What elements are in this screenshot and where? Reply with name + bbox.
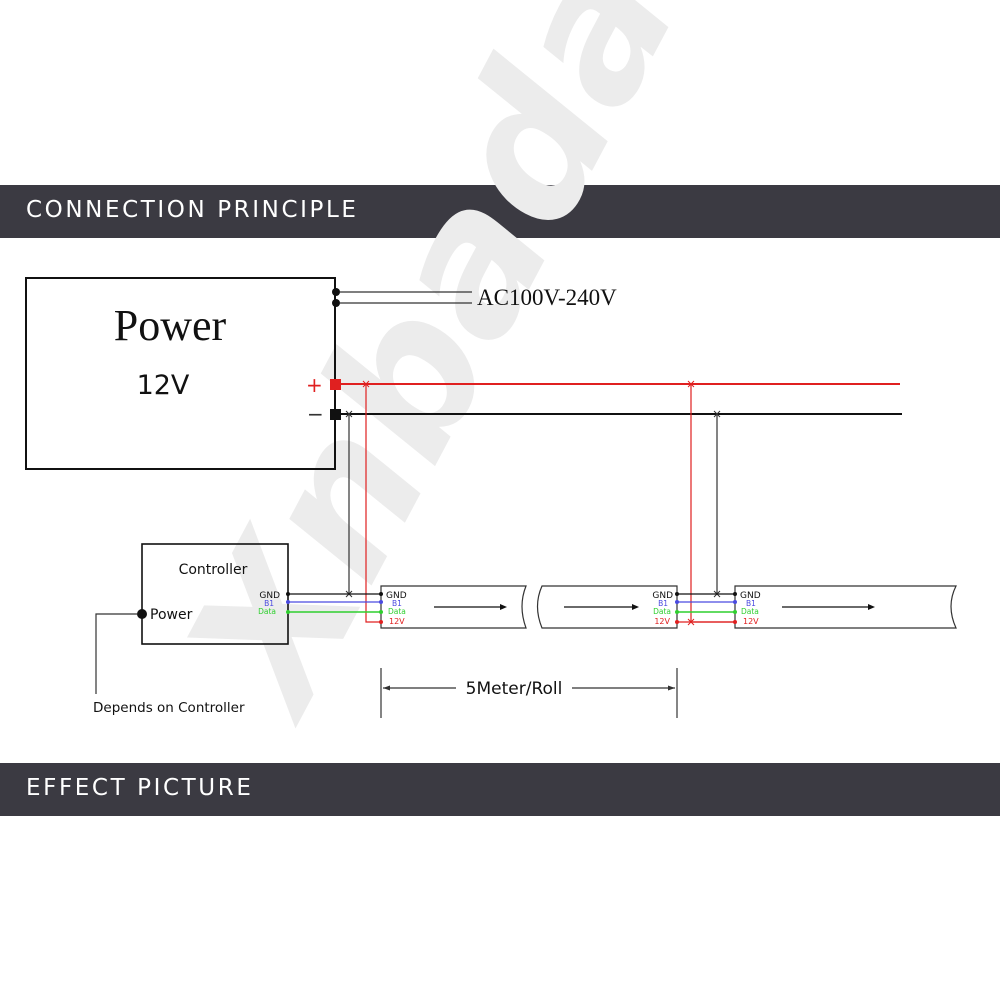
strip2-pin-12v: 12V [654,617,670,626]
controller-title: Controller [179,562,248,578]
ac-input-terminals [332,288,472,307]
power-supply-voltage: 12V [137,370,190,401]
strip1-pin-gnd: GND [386,591,407,601]
controller-power-lead [95,613,137,694]
led-strip-segment-2 [536,585,679,629]
controller-power-label: Power [150,607,193,623]
controller-note: Depends on Controller [93,700,245,716]
power-supply-title: Power [114,301,227,350]
strip2-pin-gnd: GND [652,591,673,601]
section-title: CONNECTION PRINCIPLE [26,197,359,223]
controller-signal-wires [286,592,381,614]
ac-input-label: AC100V-240V [477,285,617,310]
section-header-connection-principle: CONNECTION PRINCIPLE [0,185,1000,238]
negative-symbol: − [307,402,324,426]
positive-symbol: + [306,373,323,397]
positive-terminal [330,379,341,390]
strip2-pin-data: Data [653,607,671,616]
strip1-pin-data: Data [388,607,406,616]
strip3-pin-data: Data [741,607,759,616]
controller-pin-gnd: GND [259,591,280,601]
controller-pin-data: Data [258,607,276,616]
negative-terminal [330,409,341,420]
led-strip-segment-3 [733,585,957,629]
section-header-effect-picture: EFFECT PICTURE [0,763,1000,816]
strip3-pin-b1: B1 [746,599,756,608]
strip1-pin-b1: B1 [392,599,402,608]
power-supply-box [25,277,336,470]
strip2-pin-b1: B1 [658,599,668,608]
strip1-pin-12v: 12V [389,617,405,626]
inter-strip-wires [677,593,735,623]
controller-power-port [137,609,147,619]
controller-pin-b1: B1 [264,599,274,608]
led-strip-segment-1 [379,585,527,629]
strip3-pin-12v: 12V [743,617,759,626]
section-title: EFFECT PICTURE [26,775,254,801]
dimension-indicator [380,668,678,718]
strip3-pin-gnd: GND [740,591,761,601]
dimension-label: 5Meter/Roll [466,679,563,699]
